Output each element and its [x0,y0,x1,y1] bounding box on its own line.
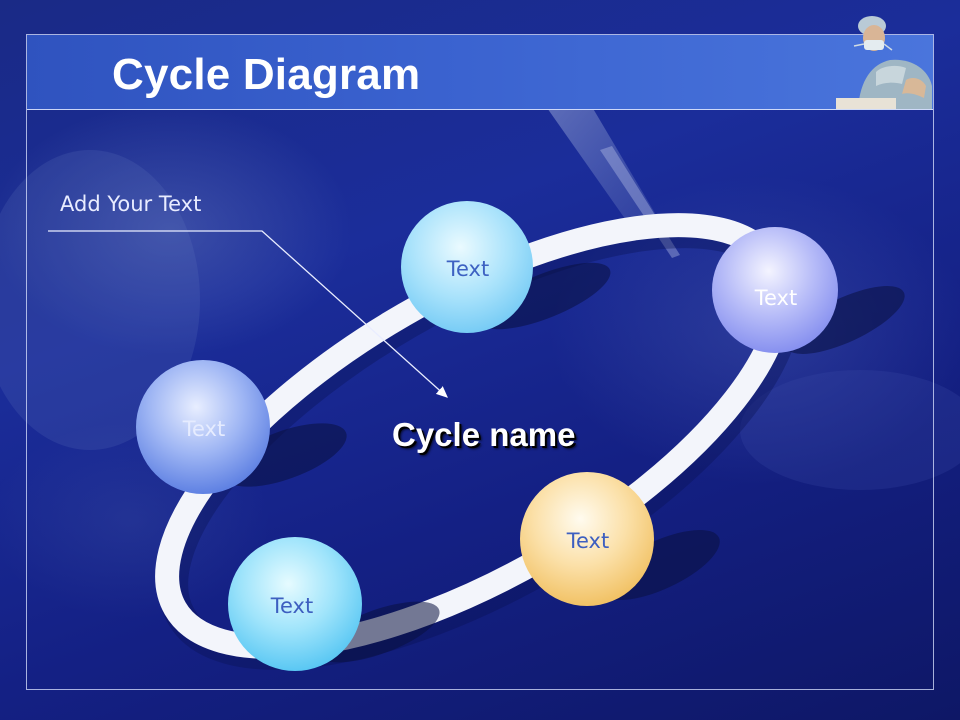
node-shadow [316,601,440,663]
surgeon-photo [836,16,932,109]
slide-title: Cycle Diagram [112,50,421,99]
cycle-node-3-label: Text [182,417,225,441]
node-shadow [223,423,347,487]
cycle-node-2 [712,227,838,353]
cycle-node-2-label: Text [754,286,797,310]
cycle-node-5-label: Text [270,594,313,618]
cycle-node-4 [520,472,654,606]
slide-frame [26,34,934,690]
cycle-node-5 [228,537,362,671]
cycle-name-label: Cycle name [392,416,576,453]
title-bar [27,35,933,110]
cycle-node-4-label: Text [566,529,609,553]
cycle-node-1 [401,201,533,333]
cycle-node-1-label: Text [446,257,489,281]
callout-text: Add Your Text [60,192,202,216]
callout-leader-line [48,230,448,398]
cycle-node-3 [136,360,270,494]
